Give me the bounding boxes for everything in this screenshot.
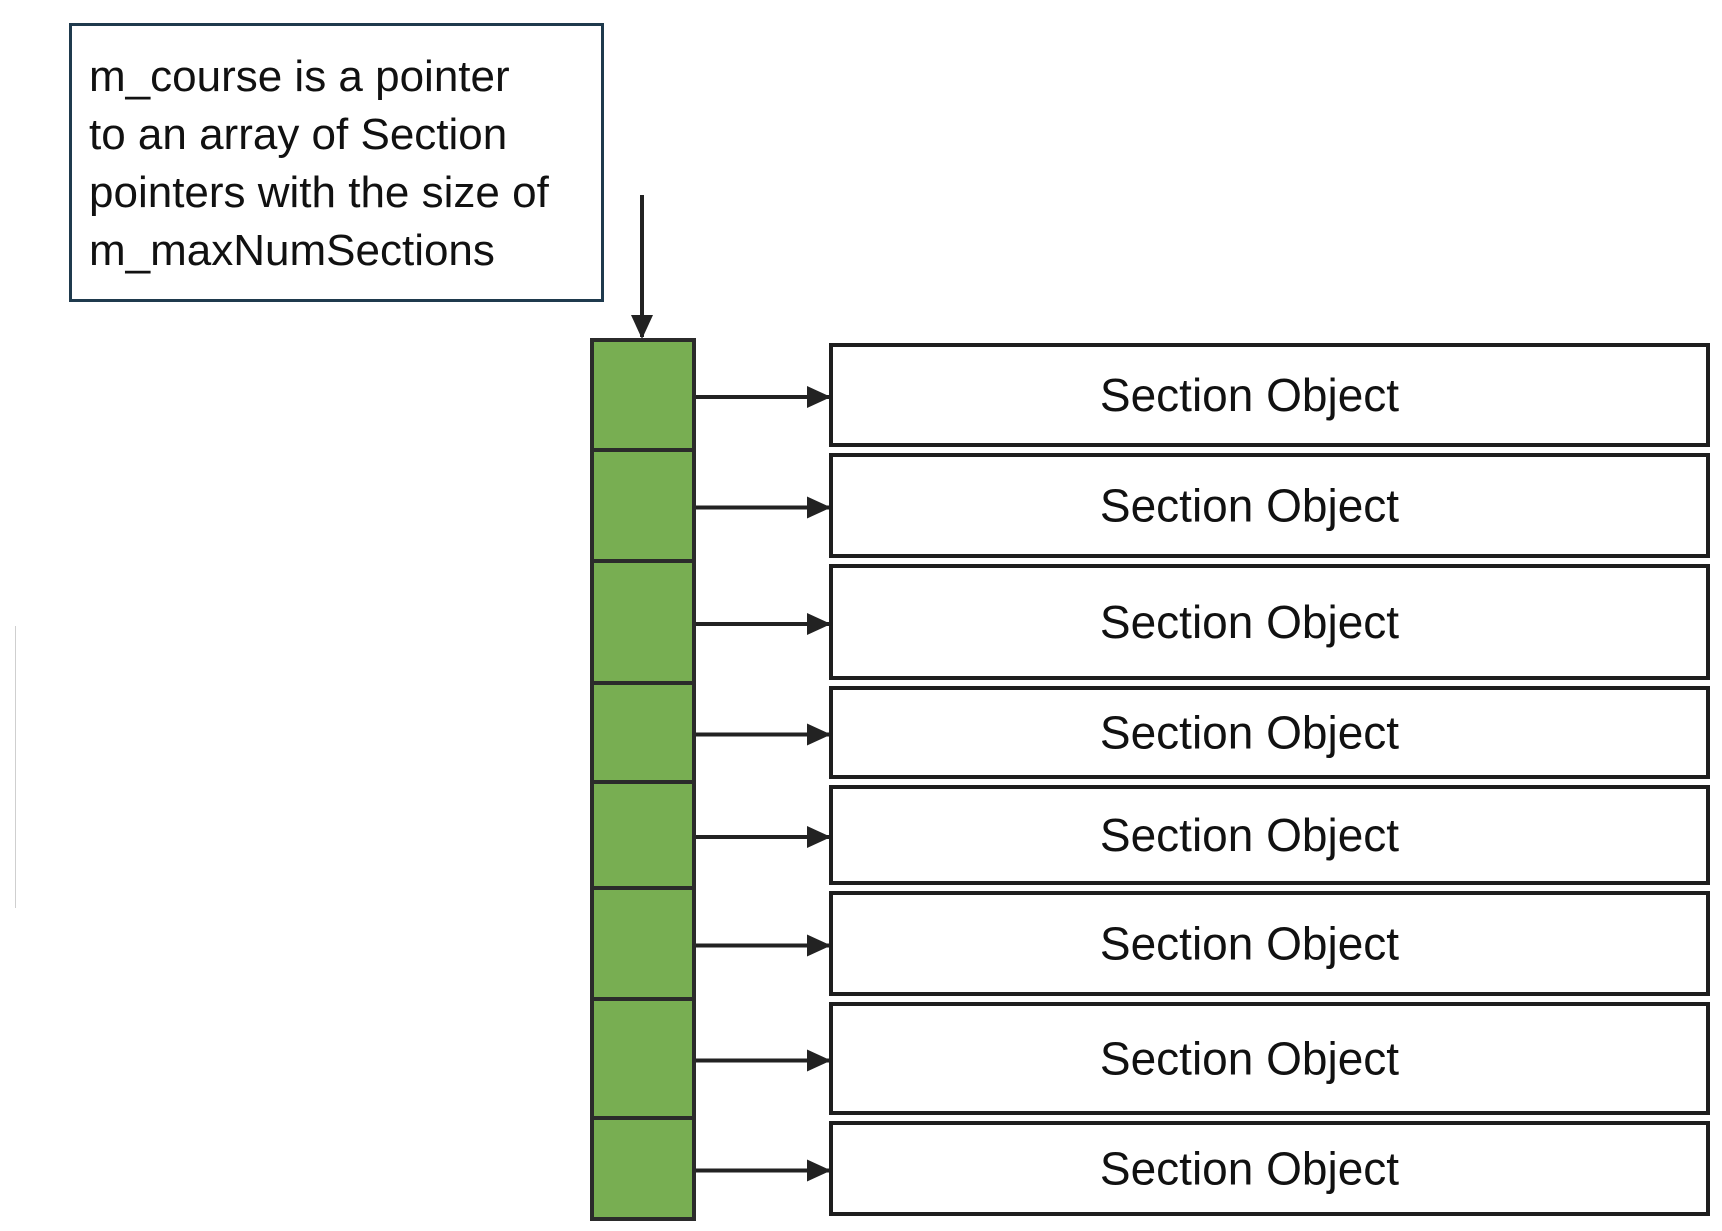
section-object-box-8 xyxy=(829,1121,1710,1216)
section-object-label-1: Section Object xyxy=(1100,369,1399,421)
section-object-box-1 xyxy=(829,343,1710,447)
array-cell-4 xyxy=(590,681,696,784)
section-object-label-6: Section Object xyxy=(1100,918,1399,970)
section-object-label-8: Section Object xyxy=(1100,1143,1399,1195)
section-object-label-3: Section Object xyxy=(1100,596,1399,648)
section-object-label-7: Section Object xyxy=(1100,1033,1399,1085)
array-cell-5 xyxy=(590,780,696,890)
section-object-label-2: Section Object xyxy=(1100,480,1399,532)
array-cell-6 xyxy=(590,886,696,1001)
pointer-arrows xyxy=(696,386,831,1182)
section-object-box-7 xyxy=(829,1002,1710,1115)
section-object-box-5 xyxy=(829,785,1710,885)
section-object-label-4: Section Object xyxy=(1100,707,1399,759)
section-object-box-4 xyxy=(829,686,1710,779)
array-cell-3 xyxy=(590,559,696,685)
section-object-label-5: Section Object xyxy=(1100,809,1399,861)
callout-box: m_course is a pointer to an array of Sec… xyxy=(69,23,604,302)
section-object-box-3 xyxy=(829,564,1710,680)
left-margin-rule xyxy=(15,626,16,908)
array-cell-7 xyxy=(590,997,696,1120)
section-object-box-6 xyxy=(829,891,1710,996)
pointer-array xyxy=(590,338,696,1221)
array-cell-1 xyxy=(590,338,696,452)
array-cell-8 xyxy=(590,1116,696,1221)
array-cell-2 xyxy=(590,448,696,563)
section-object-box-2 xyxy=(829,453,1710,558)
callout-text: m_course is a pointer to an array of Sec… xyxy=(89,52,549,275)
